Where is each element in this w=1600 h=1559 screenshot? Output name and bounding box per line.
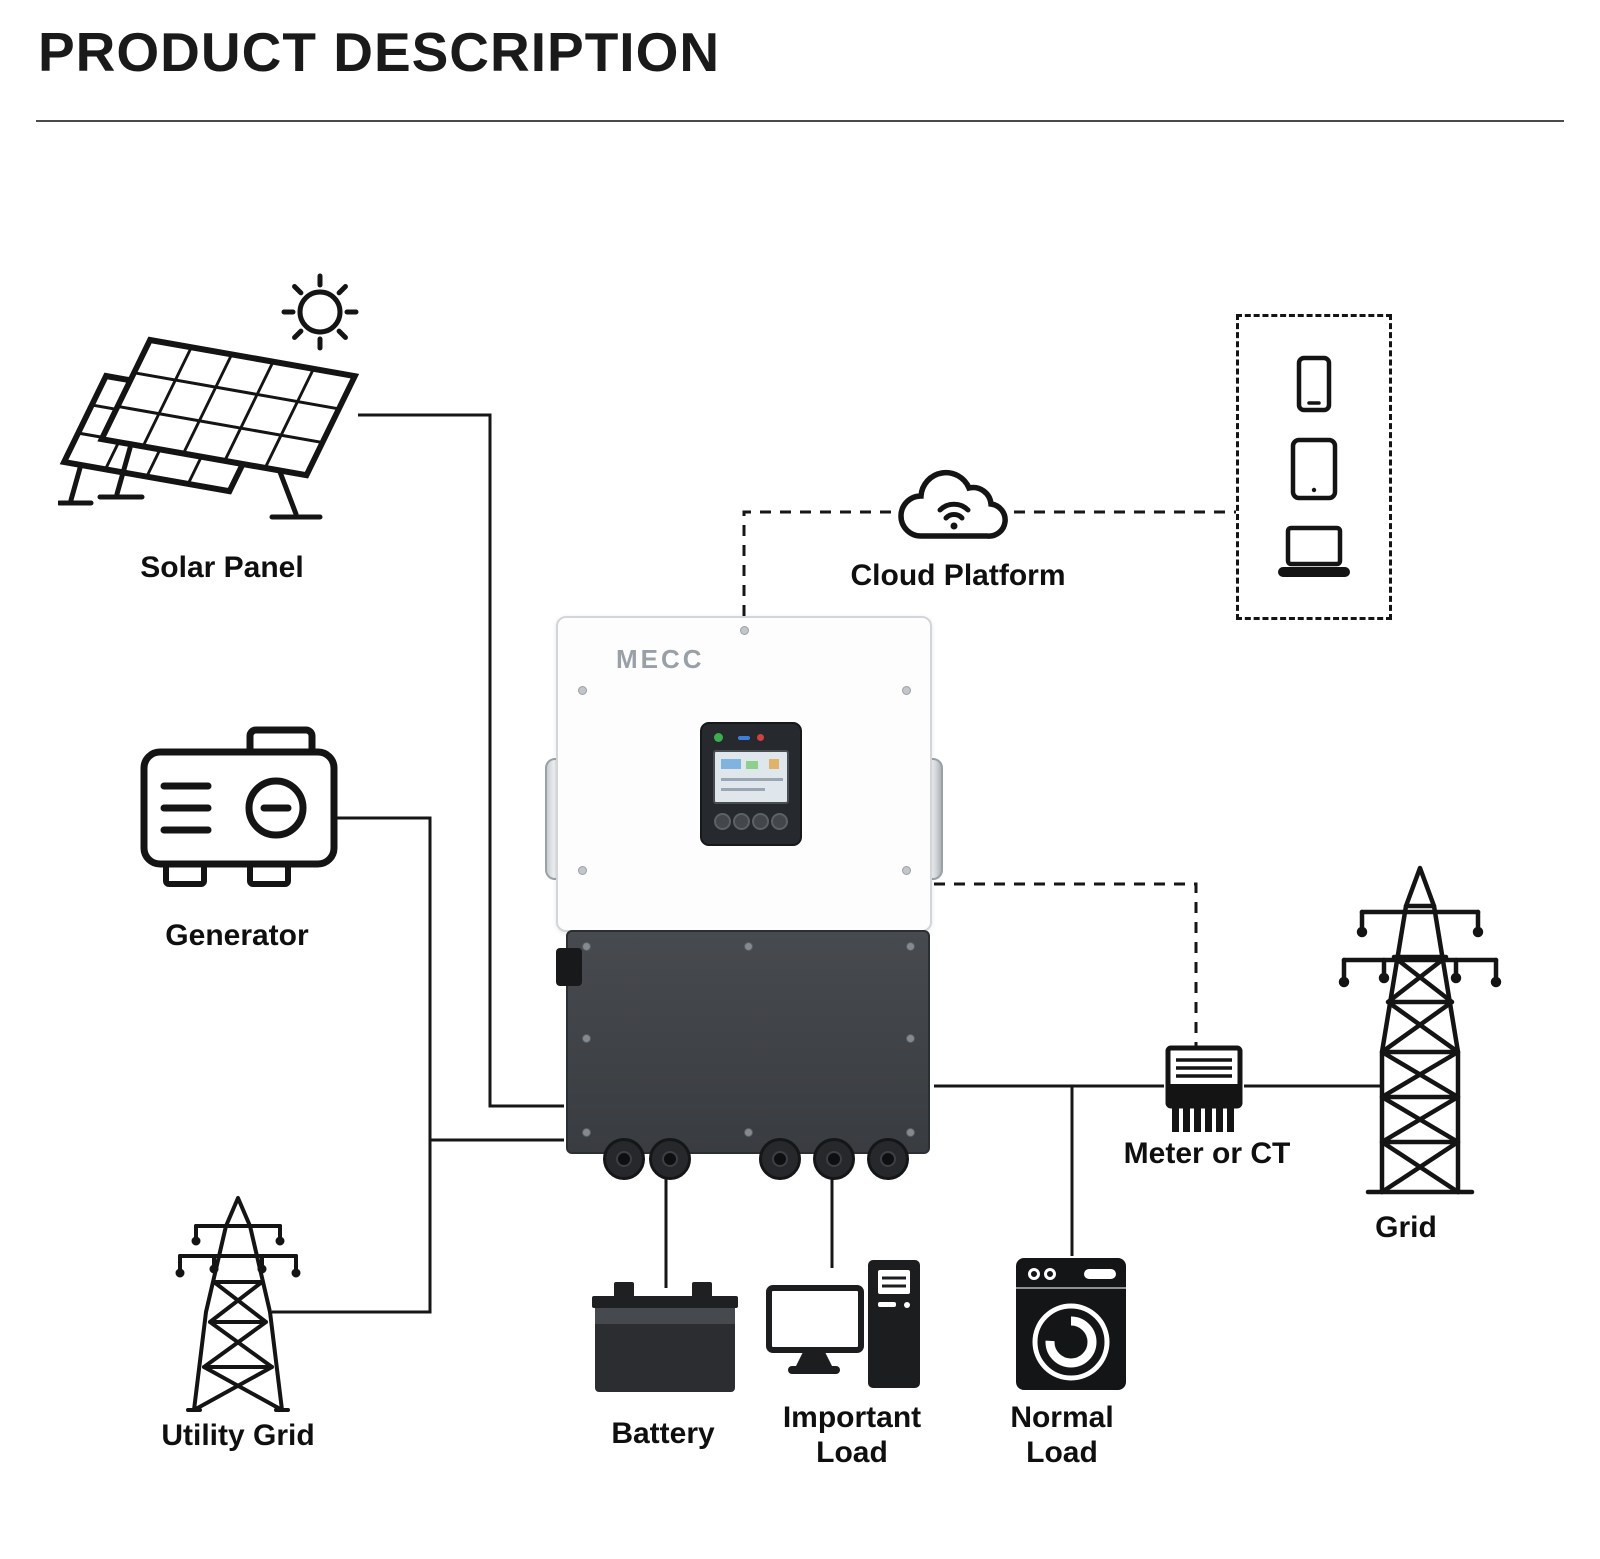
inverter-brand: MECC (616, 644, 705, 674)
inverter-unit: MECC (556, 616, 932, 932)
meter-ct-icon (1164, 1044, 1244, 1138)
laptop-icon (1278, 525, 1350, 577)
pc-tower-icon (868, 1260, 920, 1388)
grid-label: Grid (1375, 1211, 1437, 1244)
display-screen (713, 750, 789, 804)
meter-label: Meter or CT (1123, 1137, 1291, 1170)
important-load-label: Important Load (782, 1401, 922, 1470)
normal-load-icon (1014, 1256, 1128, 1392)
cloud-platform-icon (896, 456, 1016, 556)
generator-icon (138, 722, 340, 904)
screw-icon (902, 866, 911, 875)
display-button[interactable] (771, 813, 788, 830)
utility-grid-tower-icon (170, 1192, 306, 1414)
led-red-icon (757, 734, 764, 741)
display-button[interactable] (733, 813, 750, 830)
screw-icon (740, 626, 749, 635)
cable-gland-icon (759, 1138, 801, 1180)
smartphone-icon (1296, 355, 1332, 413)
cable-gland-icon (813, 1138, 855, 1180)
cable-gland-icon (649, 1138, 691, 1180)
cloud-platform-label: Cloud Platform (850, 559, 1066, 592)
screw-icon (902, 686, 911, 695)
solar-panel-icon (58, 272, 378, 522)
monitor-icon (766, 1285, 864, 1374)
generator-label: Generator (165, 919, 309, 952)
page-title: PRODUCT DESCRIPTION (38, 21, 721, 83)
cable-gland-icon (603, 1138, 645, 1180)
inverter-display (700, 722, 802, 846)
important-load-icon (766, 1258, 926, 1394)
devices-panel (1236, 314, 1392, 620)
tablet-icon (1290, 437, 1338, 501)
title-divider (36, 120, 1564, 122)
display-buttons (702, 804, 800, 830)
sun-icon (281, 273, 359, 351)
wire-solar-to-inverter (358, 413, 564, 1108)
side-connector-icon (556, 948, 582, 986)
grid-tower-icon (1332, 862, 1507, 1197)
solar-panel-front (97, 336, 360, 520)
display-button[interactable] (752, 813, 769, 830)
wire-inverter-to-meter (934, 882, 1198, 1048)
cable-gland-icon (867, 1138, 909, 1180)
led-blue-icon (738, 735, 750, 740)
normal-load-label: Normal Load (1010, 1401, 1114, 1470)
display-button[interactable] (714, 813, 731, 830)
wifi-icon (937, 501, 971, 530)
screw-icon (578, 686, 587, 695)
solar-panel-label: Solar Panel (140, 551, 304, 584)
utility-grid-label: Utility Grid (161, 1419, 315, 1452)
inverter-base (556, 930, 930, 1180)
battery-label: Battery (611, 1417, 715, 1450)
led-green-icon (714, 733, 723, 742)
battery-icon (592, 1282, 738, 1394)
screw-icon (578, 866, 587, 875)
led-indicators (702, 724, 800, 742)
